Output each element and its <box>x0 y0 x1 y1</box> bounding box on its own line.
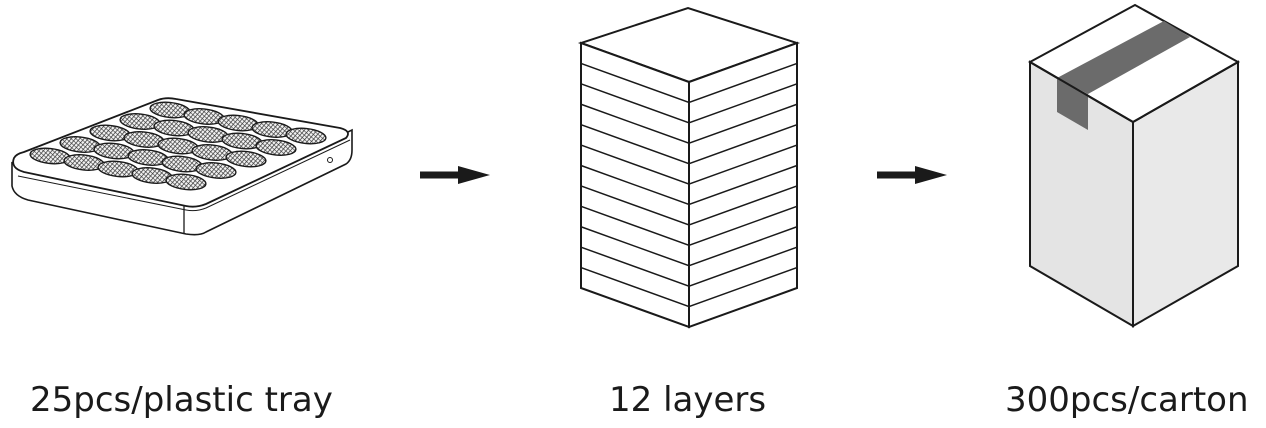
step-caption-carton: 300pcs/carton <box>1005 380 1249 420</box>
step-caption-layers: 12 layers <box>609 380 767 420</box>
tray-holes <box>29 101 327 191</box>
layer-divider <box>580 144 798 185</box>
tray-hole <box>285 127 327 145</box>
layer-divider <box>580 185 798 226</box>
step-caption-tray: 25pcs/plastic tray <box>30 380 333 420</box>
right-arrow-icon <box>877 166 947 184</box>
layer-lines <box>580 62 798 308</box>
right-arrow-icon <box>420 166 490 184</box>
tray-hole <box>165 173 207 191</box>
layer-divider <box>580 123 798 165</box>
layer-divider <box>580 205 798 247</box>
layer-divider <box>580 62 798 104</box>
layer-divider <box>580 226 798 267</box>
layer-divider <box>580 103 798 145</box>
stacked-layers-icon <box>577 6 801 329</box>
layer-divider <box>580 164 798 206</box>
tray-hole <box>255 139 297 156</box>
layer-divider <box>580 266 798 308</box>
plastic-tray-icon <box>11 97 353 236</box>
layer-divider <box>580 246 798 287</box>
layer-divider <box>580 83 798 124</box>
carton-box-icon <box>1027 3 1241 328</box>
tray-hole <box>225 150 267 168</box>
tray-hole <box>195 162 237 179</box>
